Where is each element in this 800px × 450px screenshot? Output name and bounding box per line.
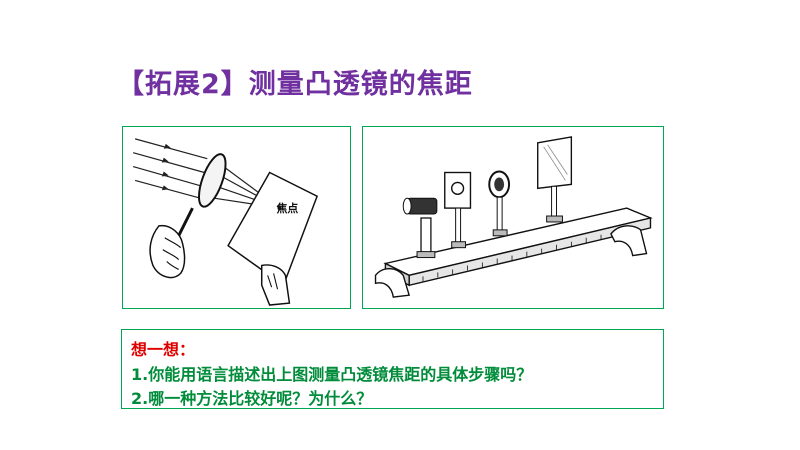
sunlight-lens-illustration: 焦点 xyxy=(132,138,319,306)
question-item-2: 2.哪一种方法比较好呢？为什么？ xyxy=(131,389,373,408)
question-heading: 想一想： xyxy=(131,340,196,359)
question-box: 想一想： 1.你能用语言描述出上图测量凸透镜焦距的具体步骤吗？ 2.哪一种方法比… xyxy=(121,329,664,409)
convex-lens-icon xyxy=(198,153,227,208)
optical-bench-illustration xyxy=(374,136,653,298)
hand-icon xyxy=(149,224,186,279)
image-screen-icon xyxy=(537,136,573,223)
object-screen-icon xyxy=(444,171,472,249)
bench-leg-right xyxy=(610,225,648,257)
question-item-1: 1.你能用语言描述出上图测量凸透镜焦距的具体步骤吗？ xyxy=(131,365,533,384)
light-source-icon xyxy=(402,197,438,259)
lens-holder-icon xyxy=(488,170,511,237)
bench-leg-left xyxy=(374,267,411,298)
optical-bench-figure xyxy=(362,126,664,309)
page-title: 【拓展2】测量凸透镜的焦距 xyxy=(117,69,473,100)
focus-label: 焦点 xyxy=(276,201,299,215)
sunlight-focus-figure: 焦点 xyxy=(122,126,351,309)
parallel-rays xyxy=(132,138,280,209)
